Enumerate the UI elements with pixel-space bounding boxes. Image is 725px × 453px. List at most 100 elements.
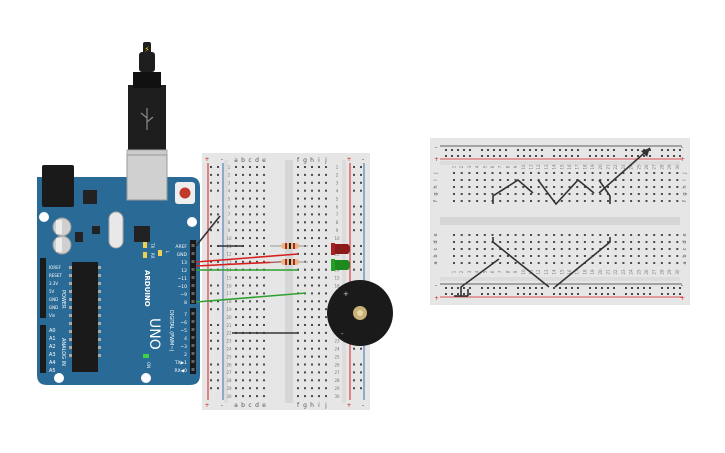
breadboard-hole[interactable]	[499, 172, 502, 174]
breadboard-hole[interactable]	[668, 234, 671, 236]
breadboard-hole[interactable]	[545, 179, 548, 181]
rail-hole[interactable]	[353, 252, 355, 255]
rail-hole[interactable]	[523, 149, 525, 151]
rail-hole[interactable]	[445, 155, 447, 157]
rail-hole[interactable]	[217, 213, 219, 216]
rail-hole[interactable]	[360, 347, 362, 350]
breadboard-hole[interactable]	[676, 241, 679, 243]
rail-hole[interactable]	[451, 293, 453, 295]
breadboard-hole[interactable]	[311, 260, 313, 263]
rail-hole[interactable]	[517, 293, 519, 295]
rail-hole[interactable]	[217, 166, 219, 168]
rail-hole[interactable]	[523, 155, 525, 157]
breadboard-hole[interactable]	[304, 339, 306, 342]
rail-hole[interactable]	[541, 293, 543, 295]
rail-hole[interactable]	[360, 181, 362, 184]
rail-hole[interactable]	[553, 287, 555, 289]
breadboard-hole[interactable]	[263, 339, 265, 342]
breadboard-hole[interactable]	[242, 300, 244, 303]
breadboard-hole[interactable]	[599, 179, 602, 181]
rail-hole[interactable]	[217, 308, 219, 311]
breadboard-hole[interactable]	[325, 166, 327, 168]
breadboard-hole[interactable]	[545, 186, 548, 188]
breadboard-hole[interactable]	[297, 197, 299, 200]
breadboard-hole[interactable]	[499, 241, 502, 243]
breadboard-hole[interactable]	[583, 200, 586, 202]
rail-hole[interactable]	[210, 324, 212, 326]
breadboard-hole[interactable]	[645, 255, 648, 257]
breadboard-hole[interactable]	[318, 331, 320, 334]
breadboard-hole[interactable]	[483, 255, 486, 257]
breadboard-hole[interactable]	[325, 339, 327, 342]
breadboard-hole[interactable]	[637, 193, 640, 195]
breadboard-hole[interactable]	[318, 229, 320, 232]
breadboard-hole[interactable]	[630, 193, 633, 195]
breadboard-hole[interactable]	[599, 234, 602, 236]
breadboard-hole[interactable]	[453, 172, 455, 174]
breadboard-hole[interactable]	[607, 241, 609, 243]
breadboard-hole[interactable]	[256, 308, 258, 311]
breadboard-hole[interactable]	[325, 213, 327, 216]
breadboard-hole[interactable]	[660, 262, 663, 264]
breadboard-hole[interactable]	[583, 172, 586, 174]
breadboard-hole[interactable]	[653, 255, 656, 257]
breadboard-hole[interactable]	[263, 173, 265, 176]
breadboard-hole[interactable]	[311, 316, 313, 319]
breadboard-hole[interactable]	[668, 262, 671, 264]
rail-hole[interactable]	[595, 155, 597, 157]
breadboard-hole[interactable]	[499, 179, 502, 181]
breadboard-hole[interactable]	[304, 181, 306, 184]
breadboard-hole[interactable]	[263, 371, 265, 374]
breadboard-hole[interactable]	[325, 237, 327, 240]
breadboard-hole[interactable]	[537, 193, 540, 195]
rail-hole[interactable]	[360, 252, 362, 255]
breadboard-hole[interactable]	[522, 172, 525, 174]
rail-hole[interactable]	[353, 166, 355, 168]
breadboard-hole[interactable]	[263, 237, 265, 240]
breadboard-hole[interactable]	[553, 248, 556, 250]
breadboard-hole[interactable]	[537, 200, 540, 202]
breadboard-hole[interactable]	[235, 252, 237, 255]
breadboard-hole[interactable]	[235, 166, 237, 168]
rail-hole[interactable]	[571, 155, 573, 157]
breadboard-hole[interactable]	[560, 262, 563, 264]
breadboard-hole[interactable]	[297, 379, 299, 382]
breadboard-hole[interactable]	[622, 193, 625, 195]
rail-hole[interactable]	[577, 293, 579, 295]
breadboard-hole[interactable]	[483, 241, 486, 243]
breadboard-hole[interactable]	[545, 262, 548, 264]
rail-hole[interactable]	[451, 149, 453, 151]
breadboard-hole[interactable]	[263, 324, 265, 326]
rail-hole[interactable]	[559, 287, 561, 289]
rail-hole[interactable]	[661, 149, 663, 151]
breadboard-hole[interactable]	[304, 316, 306, 319]
rail-hole[interactable]	[217, 371, 219, 374]
breadboard-hole[interactable]	[599, 255, 602, 257]
rail-hole[interactable]	[210, 229, 212, 232]
breadboard-hole[interactable]	[630, 255, 633, 257]
breadboard-hole[interactable]	[304, 347, 306, 350]
breadboard-hole[interactable]	[560, 193, 563, 195]
rail-hole[interactable]	[353, 213, 355, 216]
breadboard-hole[interactable]	[242, 237, 244, 240]
breadboard-hole[interactable]	[514, 172, 517, 174]
breadboard-hole[interactable]	[311, 324, 313, 326]
breadboard-hole[interactable]	[499, 255, 502, 257]
rail-hole[interactable]	[463, 293, 465, 295]
breadboard-hole[interactable]	[235, 189, 237, 192]
rail-hole[interactable]	[210, 260, 212, 263]
breadboard-hole[interactable]	[568, 179, 571, 181]
breadboard-hole[interactable]	[297, 173, 299, 176]
breadboard-hole[interactable]	[560, 186, 563, 188]
breadboard-hole[interactable]	[311, 276, 313, 279]
breadboard-hole[interactable]	[499, 262, 502, 264]
breadboard-hole[interactable]	[311, 189, 313, 192]
breadboard-hole[interactable]	[591, 241, 594, 243]
breadboard-hole[interactable]	[249, 229, 251, 232]
breadboard-hole[interactable]	[318, 347, 320, 350]
breadboard-hole[interactable]	[537, 186, 540, 188]
breadboard-hole[interactable]	[242, 379, 244, 382]
breadboard-hole[interactable]	[297, 324, 299, 326]
breadboard-hole[interactable]	[235, 284, 237, 287]
breadboard-hole[interactable]	[242, 166, 244, 168]
